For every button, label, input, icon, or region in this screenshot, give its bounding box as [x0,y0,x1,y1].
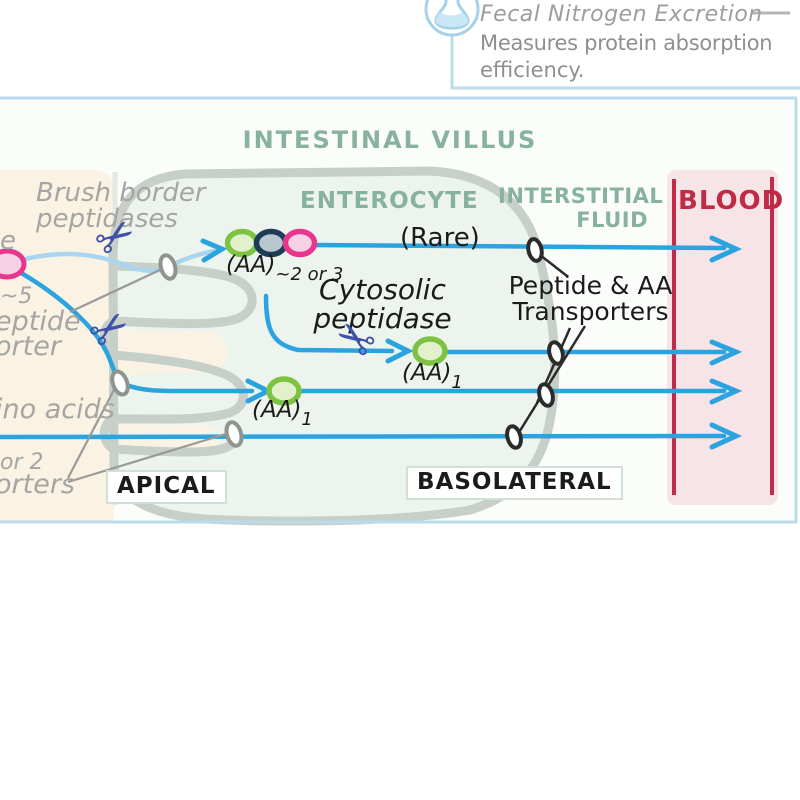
left-fragment-1: e [0,226,16,256]
interstitial-line2: FLUID [576,208,648,233]
note-body-line1: Measures protein absorption [480,31,773,55]
basolateral-transporters [505,237,565,450]
left-fragment-6: or 2 [0,450,44,475]
peptide-chain [224,228,318,258]
brush-border-peptidases-label: Brush border peptidases [36,180,206,232]
diagram-title: INTESTINAL VILLUS [242,126,538,154]
left-fragment-2: ~5 [0,284,33,309]
flask-icon [424,0,480,37]
region-label-interstitial-fluid: INTERSTITIAL FLUID [498,184,664,233]
aa-main: (AA) [252,397,302,423]
note-body-line2: efficiency. [480,58,585,82]
cytosolic-line1: Cytosolic [319,273,446,306]
left-fragment-7: orters [0,469,75,500]
aa-single-lower-label: (AA)1 [252,397,313,430]
blood-column [667,170,778,505]
amino-acid-bead-upper [412,336,448,366]
main-panel-border [0,96,798,524]
aa-sub: 1 [301,409,313,430]
lumen-peptide-bead [0,248,27,280]
cytosolic-peptidase-label: Cytosolic peptidase [305,273,460,335]
interstitial-line1: INTERSTITIAL [498,184,664,208]
region-label-blood: BLOOD [678,186,785,216]
peptide-chain-label: (AA)~2 or 3 [226,252,343,285]
aa-main: (AA) [402,360,452,386]
region-label-enterocyte: ENTEROCYTE [300,188,479,214]
apical-transporters [110,253,244,448]
aa-main: (AA) [226,252,276,278]
transporters-line2: Transporters [512,297,669,327]
amino-acid-bead-lower [266,376,302,406]
apical-label-box: APICAL [106,470,227,504]
brush-border-line2: peptidases [36,204,178,234]
left-fragment-4: orter [0,331,61,362]
transport-arrows [0,235,743,450]
gray-pointer-lines [67,268,230,484]
rare-label: (Rare) [400,223,480,253]
peptide-aa-transporters-label: Peptide & AA Transporters [498,271,683,327]
note-callout-border [450,36,800,90]
brush-border-line1: Brush border [36,178,206,208]
aa-sub: ~2 or 3 [275,264,344,285]
note-title: Fecal Nitrogen Excretion [480,2,763,27]
basolateral-label-box: BASOLATERAL [406,466,623,500]
transporters-line1: Peptide & AA [508,271,673,300]
aa-single-upper-label: (AA)1 [402,360,463,393]
aa-sub: 1 [451,372,463,393]
left-fragment-5: ino acids [0,394,115,425]
left-fragment-3: eptide [0,306,81,337]
cytosolic-line2: peptidase [313,301,452,335]
